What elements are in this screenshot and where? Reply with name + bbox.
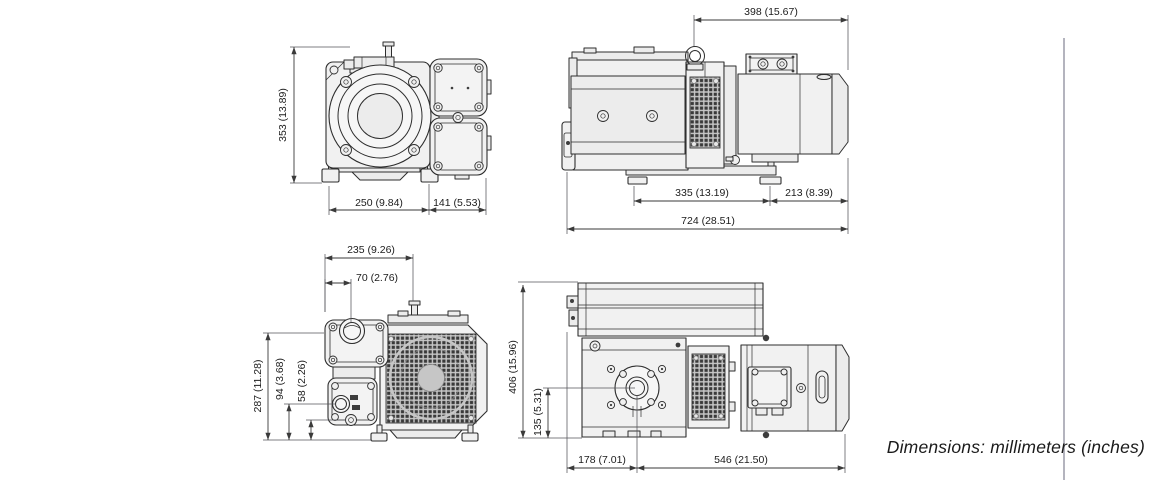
electrical-box-top xyxy=(429,58,488,117)
side-view-dimensions: 398 (15.67) 335 (13.19) 213 (8.39) 724 (… xyxy=(566,6,849,234)
flange-bolts xyxy=(329,65,420,156)
fan-grille xyxy=(385,333,477,424)
rear-view-machine xyxy=(324,300,488,442)
top-view-machine xyxy=(566,282,850,439)
dim-side-overall-length: 724 (28.51) xyxy=(681,215,735,227)
dim-rear-port-offset: 70 (2.76) xyxy=(356,272,398,284)
rear-view: 235 (9.26) 70 (2.76) 287 (11.28) 94 (3.6… xyxy=(252,244,488,442)
pump-cylinder-face xyxy=(328,64,432,168)
dim-rear-sight-glass-height: 58 (2.26) xyxy=(296,360,308,402)
coupling-grille xyxy=(685,61,725,169)
side-view-machine xyxy=(561,46,849,185)
side-view: 398 (15.67) 335 (13.19) 213 (8.39) 724 (… xyxy=(561,6,849,234)
front-view: 353 (13.89) 250 (9.84) 141 (5.53) xyxy=(277,41,492,215)
dim-front-width-body: 250 (9.84) xyxy=(355,197,403,209)
top-view: 406 (15.96) 135 (5.31) 178 (7.01) 546 (2… xyxy=(507,281,850,473)
dim-top-inlet-offset: 135 (5.31) xyxy=(532,388,544,436)
coupling-grille-top xyxy=(687,345,736,429)
dim-top-rear-length: 546 (21.50) xyxy=(714,454,768,466)
motor-top xyxy=(740,334,850,439)
electrical-box-bottom xyxy=(429,112,488,176)
exhaust-cooler xyxy=(566,282,764,337)
dim-rear-drain-height: 94 (3.68) xyxy=(274,358,286,400)
lifting-eyebolt xyxy=(685,46,705,71)
motor-junction-box xyxy=(745,53,798,75)
motor-handle xyxy=(815,370,829,404)
dim-top-overall-width: 406 (15.96) xyxy=(507,340,519,394)
top-view-dimensions: 406 (15.96) 135 (5.31) 178 (7.01) 546 (2… xyxy=(507,281,846,473)
motor-junction-box-top xyxy=(747,366,792,416)
rear-view-dimensions: 235 (9.26) 70 (2.76) 287 (11.28) 94 (3.6… xyxy=(252,244,414,441)
dim-rear-top-width: 235 (9.26) xyxy=(347,244,395,256)
dim-side-top-length: 398 (15.67) xyxy=(744,6,798,18)
column-separator-line xyxy=(1063,38,1065,480)
dim-front-height: 353 (13.89) xyxy=(277,88,289,142)
oil-separator-bottom-box xyxy=(327,377,378,426)
dim-front-width-boxes: 141 (5.53) xyxy=(433,197,481,209)
dim-side-motor-length: 213 (8.39) xyxy=(785,187,833,199)
dimensions-units-caption: Dimensions: millimeters (inches) xyxy=(886,437,1145,457)
front-view-machine xyxy=(321,41,492,183)
oil-separator-top-box xyxy=(324,317,389,368)
dim-side-pump-length: 335 (13.19) xyxy=(675,187,729,199)
motor xyxy=(737,73,849,163)
dim-rear-overall-height: 287 (11.28) xyxy=(252,360,264,413)
oil-drain-plug xyxy=(345,414,357,426)
front-view-dimensions: 353 (13.89) 250 (9.84) 141 (5.53) xyxy=(277,46,487,215)
exhaust-sight-glass xyxy=(338,317,366,345)
dim-top-front-length: 178 (7.01) xyxy=(578,454,626,466)
